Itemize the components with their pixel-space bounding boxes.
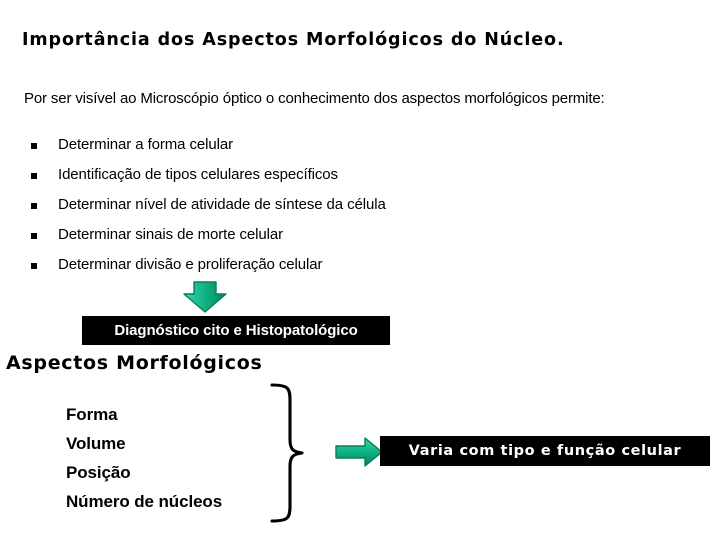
square-bullet-icon: [31, 161, 38, 189]
bullet-list: Determinar a forma celular Identificação…: [24, 131, 624, 281]
list-item-label: Determinar divisão e proliferação celula…: [58, 256, 323, 273]
diagnostic-banner: Diagnóstico cito e Histopatológico: [82, 316, 390, 345]
square-bullet-icon: [31, 191, 38, 219]
list-item: Determinar a forma celular: [24, 131, 624, 161]
arrow-down-icon: [182, 281, 228, 313]
list-item-label: Determinar nível de atividade de síntese…: [58, 196, 386, 213]
curly-brace-icon: [268, 382, 324, 524]
list-item: Volume: [66, 434, 126, 453]
list-item: Forma: [66, 405, 118, 424]
list-item: Determinar divisão e proliferação celula…: [24, 251, 624, 281]
intro-paragraph: Por ser visível ao Microscópio óptico o …: [24, 90, 605, 107]
list-item-label: Identificação de tipos celulares específ…: [58, 166, 338, 183]
square-bullet-icon: [31, 131, 38, 159]
list-item: Determinar nível de atividade de síntese…: [24, 191, 624, 221]
list-item: Posição: [66, 463, 131, 482]
square-bullet-icon: [31, 251, 38, 279]
list-item-label: Determinar a forma celular: [58, 136, 233, 153]
page-title: Importância dos Aspectos Morfológicos do…: [22, 30, 565, 50]
section-heading: Aspectos Morfológicos: [6, 352, 263, 374]
list-item-label: Determinar sinais de morte celular: [58, 226, 284, 243]
arrow-right-icon: [335, 437, 383, 467]
varia-banner: Varia com tipo e função celular: [380, 436, 710, 466]
square-bullet-icon: [31, 221, 38, 249]
list-item: Determinar sinais de morte celular: [24, 221, 624, 251]
list-item: Número de núcleos: [66, 492, 223, 511]
aspect-list: Forma Volume Posição Número de núcleos: [66, 400, 222, 516]
list-item: Identificação de tipos celulares específ…: [24, 161, 624, 191]
